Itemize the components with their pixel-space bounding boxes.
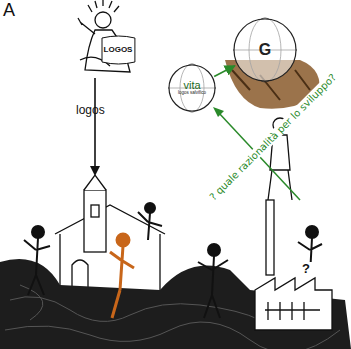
globe-grid: [168, 18, 297, 112]
logos-scroll: LOGOS: [101, 35, 136, 65]
node-text: logos salvifico: [178, 91, 206, 96]
church: [55, 175, 165, 292]
factory: [255, 200, 332, 330]
orange-figure: [110, 234, 134, 318]
logos-arrow: [94, 78, 96, 172]
globe-circle: [169, 65, 215, 111]
dark-ground: [0, 259, 351, 349]
globe-circle: [234, 19, 296, 81]
arrow-label: logos: [76, 104, 105, 117]
arrow-head: [213, 107, 224, 117]
node-text: LOGOS: [104, 46, 133, 54]
question-mark: ?: [300, 262, 312, 276]
world-globe: G: [233, 18, 297, 82]
node-text: vita: [183, 80, 200, 92]
scroll-sheet: [102, 36, 135, 64]
node-text: G: [259, 42, 271, 59]
green-arrow: [214, 66, 235, 77]
panel-letter: A: [3, 1, 15, 21]
vita-globe: vitalogos salvifico: [168, 64, 216, 112]
